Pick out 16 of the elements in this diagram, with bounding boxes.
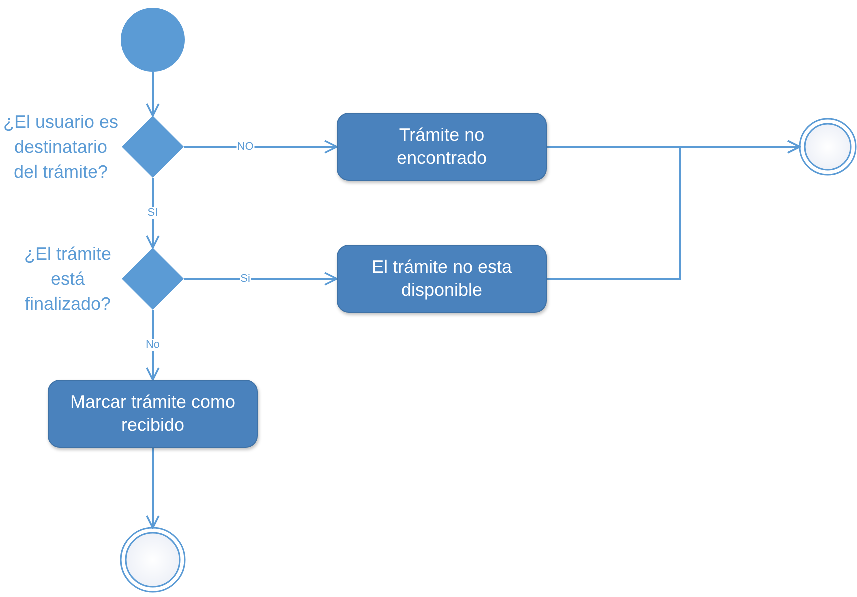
edge-label: Si — [240, 273, 252, 285]
decision-question: ¿El trámite está finalizado? — [23, 243, 112, 316]
arrow — [184, 140, 338, 154]
arrow — [146, 178, 160, 249]
edge-label: No — [144, 339, 162, 351]
arrow — [146, 448, 160, 529]
edge-label: SI — [146, 207, 160, 219]
arrow — [146, 310, 160, 381]
arrow — [547, 140, 801, 280]
arrow — [184, 272, 338, 286]
arrow — [146, 72, 160, 117]
action-box: Trámite no encontrado — [337, 113, 547, 181]
edge-label: NO — [236, 141, 255, 153]
action-box: Marcar trámite como recibido — [48, 380, 258, 448]
action-box: El trámite no esta disponible — [337, 245, 547, 313]
decision-question: ¿El usuario es destinatario del trámite? — [2, 111, 120, 184]
